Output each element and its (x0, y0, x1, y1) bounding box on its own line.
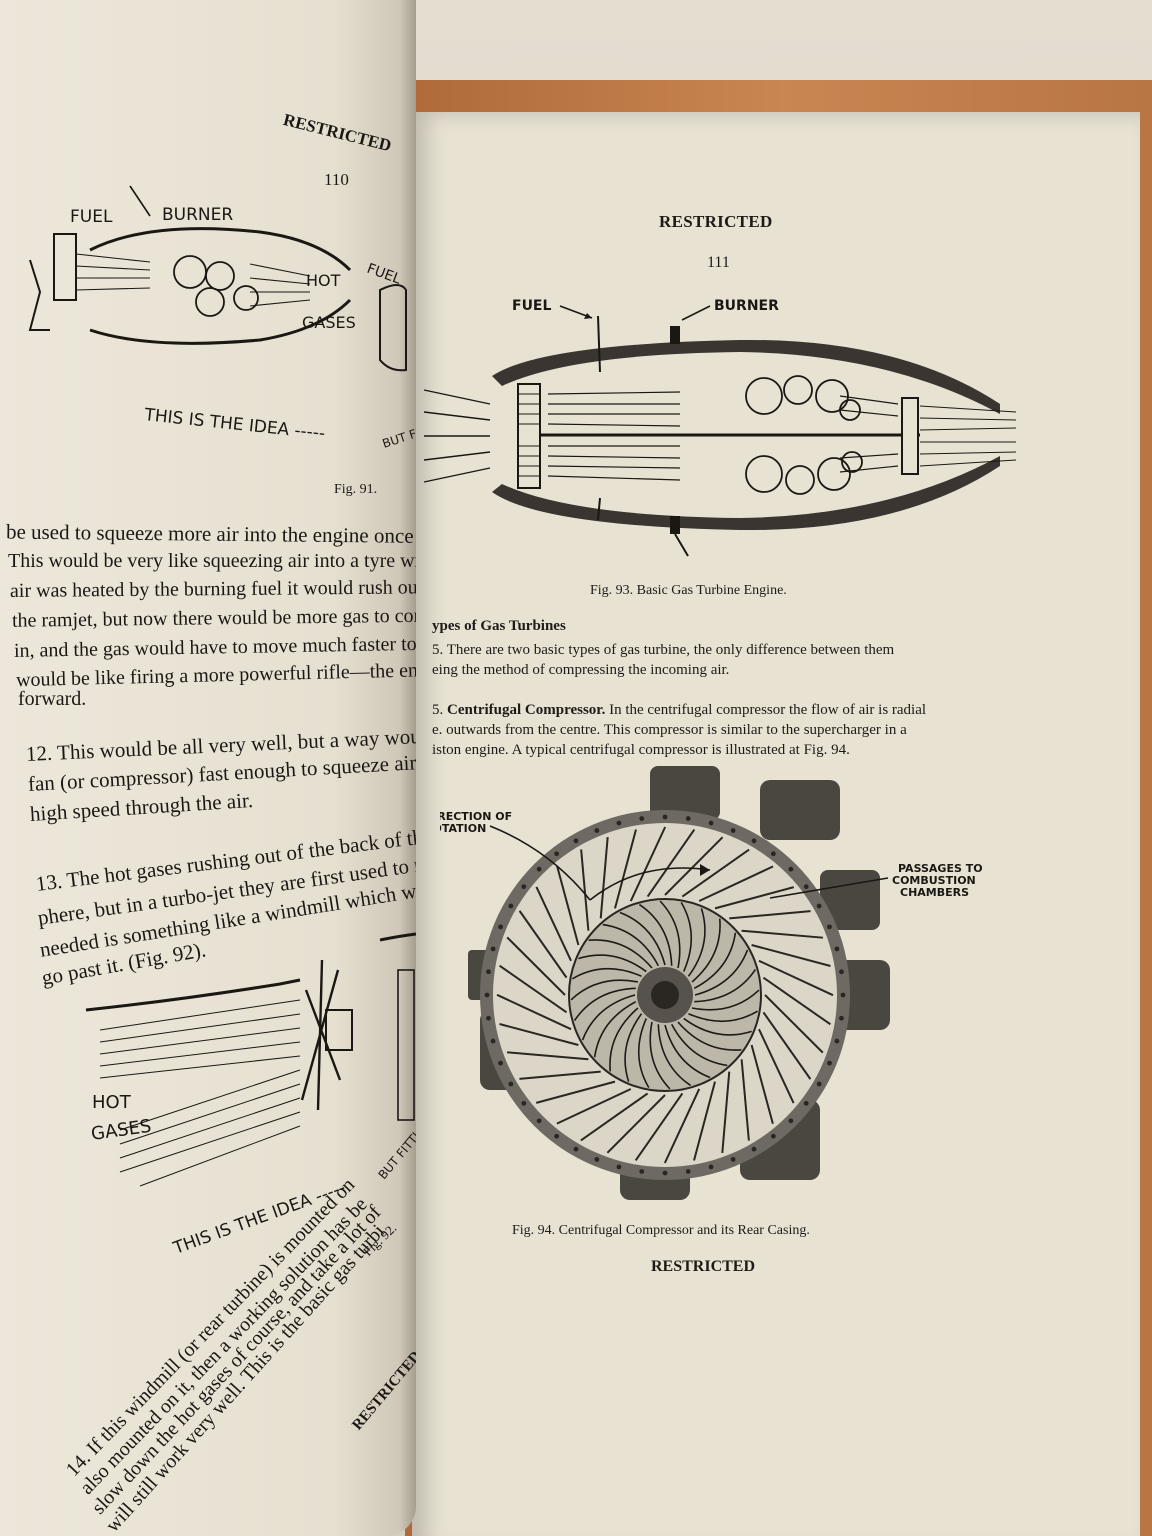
section-heading-types-of-gas-turbines: ypes of Gas Turbines (432, 618, 566, 634)
left-body-line-1: be used to squeeze more air into the eng… (5, 519, 416, 549)
fig94-label-combustion: COMBUSTION (892, 874, 976, 887)
left-page-number: 110 (324, 170, 349, 189)
left-page-header: RESTRICTED (281, 110, 394, 156)
fig91-label-hot: HOT (306, 271, 341, 290)
fig94-label-direction: DIRECTION OF (440, 810, 512, 823)
fig91-label-fuel: FUEL (70, 207, 113, 227)
para16-line-2: e. outwards from the centre. This compre… (432, 722, 907, 738)
fig92-label-gases: GASES (90, 1116, 153, 1145)
fig91-caption: Fig. 91. (334, 482, 378, 497)
fig94-label-passages: PASSAGES TO (898, 862, 983, 875)
left-body-line-4: the ramjet, but now there would be more … (11, 604, 416, 632)
fig92-label-hot: HOT (92, 1092, 132, 1113)
fig93-caption: Fig. 93. Basic Gas Turbine Engine. (590, 583, 787, 598)
left-body-line-5: in, and the gas would have to move much … (13, 632, 416, 662)
fig93-label-fuel: FUEL (512, 298, 551, 314)
fig93-label-burner: BURNER (714, 298, 779, 314)
para15-line-1: 5. There are two basic types of gas turb… (432, 642, 895, 658)
fig94-centrifugal-compressor-illustration: DIRECTION OF ROTATION PASSAGES TO COMBUS… (440, 766, 983, 1200)
fig93-basic-gas-turbine-diagram: FUEL BURNER (423, 298, 1017, 557)
fig92-turbine-windmill-diagram: HOT GASES THIS IS THE IDEA ----- BUT FIT… (85, 932, 416, 1259)
para15-line-2: eing the method of compressing the incom… (432, 662, 730, 678)
left-body-line-3: air was heated by the burning fuel it wo… (9, 576, 416, 602)
right-page-header: RESTRICTED (659, 212, 773, 231)
fig91-label-burner: BURNER (162, 205, 233, 225)
left-page: RESTRICTED 110 FUEL BURNER HOT GASES FUE… (0, 0, 416, 1536)
left-body-line-2: This would be very like squeezing air in… (8, 550, 416, 572)
para16-line-1: 5. Centrifugal Compressor. In the centri… (432, 700, 926, 720)
fig91-label-gases: GASES (302, 313, 356, 332)
right-page-number: 111 (707, 254, 730, 271)
fig91-label-fuel-partial: FUEL (365, 261, 403, 288)
left-body-line-7: forward. (18, 688, 87, 710)
right-page-footer: RESTRICTED (651, 1258, 756, 1275)
fig91-ramjet-diagram: FUEL BURNER HOT GASES FUEL THIS IS THE I… (28, 185, 416, 451)
fig94-label-chambers: CHAMBERS (900, 886, 969, 899)
fig91-label-idea: THIS IS THE IDEA ----- (142, 405, 326, 444)
fig91-label-but: BUT FITTI (381, 420, 416, 451)
para16-title: Centrifugal Compressor. (447, 702, 606, 718)
fig92-label-but: BUT FITTI (376, 1130, 416, 1182)
fig94-caption: Fig. 94. Centrifugal Compressor and its … (512, 1223, 810, 1238)
fig94-label-rotation: ROTATION (440, 822, 486, 835)
left-page-footer: RESTRICTED (349, 1348, 416, 1434)
para16-line-1-text: In the centrifugal compressor the flow o… (605, 702, 927, 718)
para16-line-3: iston engine. A typical centrifugal comp… (432, 742, 850, 758)
para16-number: 5. (432, 702, 447, 718)
